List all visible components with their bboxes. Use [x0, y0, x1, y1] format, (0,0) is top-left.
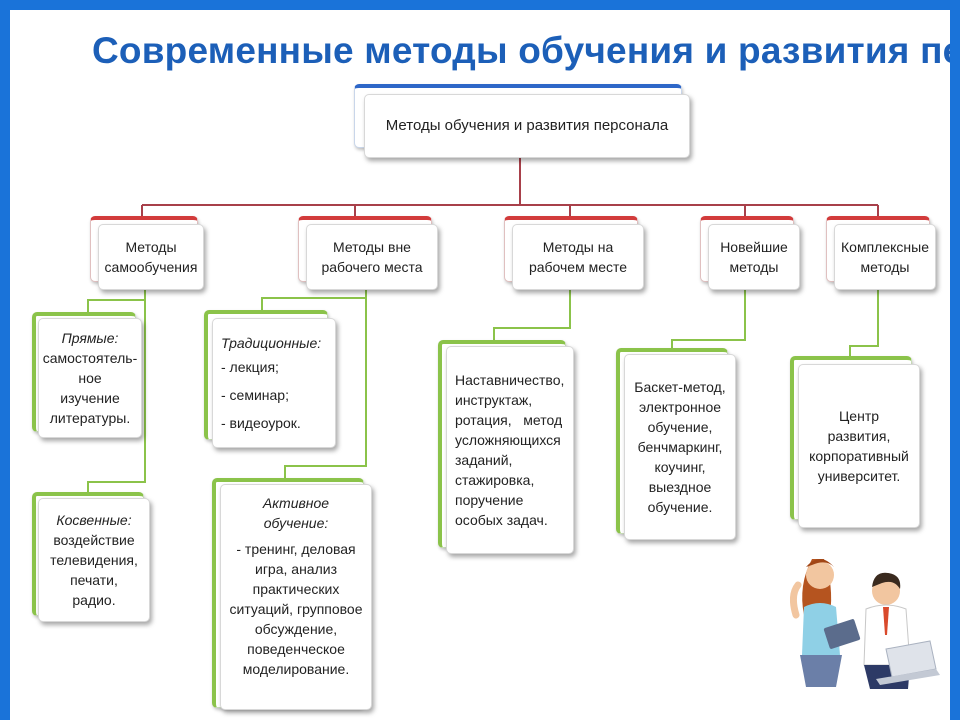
leaf-line: - семинар; [221, 387, 289, 403]
category-newest: Новейшие методы [708, 224, 800, 290]
leaf-line: Баскет-метод, [634, 379, 726, 395]
leaf-indirect: Косвенные: воздействие телевидения, печа… [38, 498, 150, 622]
leaf-newest: Баскет-метод, электронное обучение, бенч… [624, 354, 736, 540]
category-label: Комплексные [841, 239, 929, 255]
leaf-line: обучение, [647, 419, 713, 435]
leaf-line: практических [252, 581, 340, 597]
leaf-line: особых задач. [455, 512, 548, 528]
leaf-line: воздействие [53, 532, 135, 548]
category-label: Методы на [542, 239, 614, 255]
category-label: самообучения [104, 259, 198, 275]
leaf-line: - видеоурок. [221, 415, 301, 431]
category-label: методы [860, 259, 910, 275]
leaf-complex: Центр развития, корпоративный университе… [798, 364, 920, 528]
leaf-line: Центр развития, [827, 408, 891, 444]
leaf-line: стажировка, [455, 472, 535, 488]
leaf-line: поручение [455, 492, 524, 508]
leaf-line: игра, анализ [255, 561, 337, 577]
category-label: рабочего места [321, 259, 423, 275]
leaf-heading: Активное обучение: [262, 495, 330, 531]
laptop-icon [876, 640, 940, 685]
indirect-connector [87, 290, 146, 495]
leaf-line: бенчмаркинг, [637, 439, 723, 455]
leaf-line: усложняющихся [455, 432, 561, 448]
leaf-line: инструктаж, [455, 392, 533, 408]
leaf-direct: Прямые: самостоятель- ное изучение литер… [38, 318, 142, 438]
complex-connector [849, 290, 879, 358]
leaf-heading: Прямые: [61, 330, 119, 346]
leaf-line: электронное [638, 399, 722, 415]
leaf-line: университет. [817, 468, 901, 484]
tablet-icon [823, 619, 861, 649]
newest-connector [671, 290, 746, 350]
category-label: Методы [125, 239, 177, 255]
leaf-line: телевидения, [50, 552, 138, 568]
leaf-line: поведенческое [247, 641, 345, 657]
leaf-traditional: Традиционные: - лекция; - семинар; - вид… [212, 318, 336, 448]
leaf-line: - лекция; [221, 359, 279, 375]
active-connector [284, 290, 367, 480]
leaf-line: выездное [648, 479, 712, 495]
category-label: рабочем месте [528, 259, 628, 275]
leaf-heading: Традиционные: [221, 335, 322, 351]
leaf-line: ситуаций, групповое [229, 601, 363, 617]
leaf-line: коучинг, [654, 459, 706, 475]
leaf-line: ное изучение [60, 370, 120, 406]
traditional-connector [261, 290, 367, 312]
leaf-line: печати, радио. [70, 572, 118, 608]
leaf-line: Наставничество, [455, 372, 565, 388]
category-complex: Комплексные методы [834, 224, 936, 290]
leaf-line: моделирование. [242, 661, 350, 677]
category-label: методы [729, 259, 779, 275]
root-box: Методы обучения и развития персонала [364, 94, 690, 158]
category-self-study: Методы самообучения [98, 224, 204, 290]
leaf-line: обсуждение, [254, 621, 338, 637]
leaf-heading: Косвенные: [56, 512, 132, 528]
root-label: Методы обучения и развития персонала [385, 117, 669, 134]
leaf-line: ротация, метод [455, 412, 563, 428]
category-label: Методы вне [333, 239, 411, 255]
leaf-line: литературы. [49, 410, 131, 426]
leaf-active: Активное обучение: - тренинг, деловая иг… [220, 484, 372, 710]
people-illustration [790, 559, 940, 689]
slide-title: Современные методы обучения и развития п… [92, 30, 950, 71]
leaf-line: - тренинг, деловая [236, 541, 356, 557]
woman-figure [790, 559, 842, 687]
category-off-job: Методы вне рабочего места [306, 224, 438, 290]
leaf-line: обучение. [647, 499, 713, 515]
category-label: Новейшие [720, 239, 788, 255]
leaf-line: самостоятель- [42, 350, 138, 366]
leaf-on-job: Наставничество, инструктаж, ротация, мет… [446, 346, 574, 554]
category-on-job: Методы на рабочем месте [512, 224, 644, 290]
leaf-line: заданий, [455, 452, 513, 468]
onjob-connector [493, 290, 571, 342]
title-clip: Современные методы обучения и развития п… [10, 10, 950, 90]
leaf-line: корпоративный [809, 448, 909, 464]
